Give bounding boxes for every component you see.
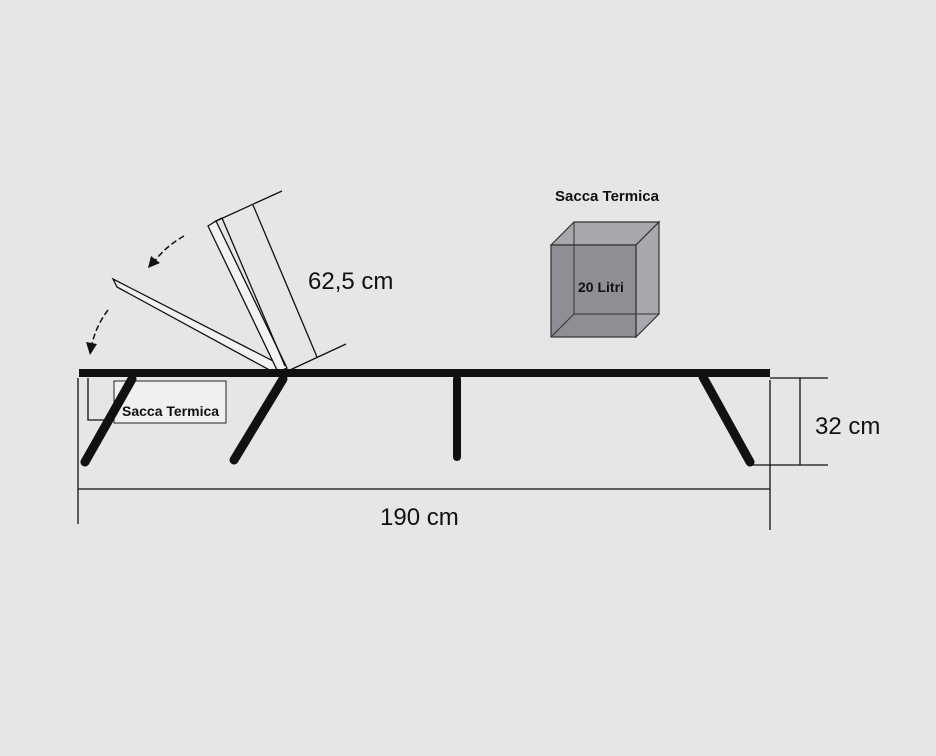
bed-leg <box>698 372 755 467</box>
bag-title-label: Sacca Termica <box>555 188 660 205</box>
backrest-length-label: 62,5 cm <box>308 268 393 295</box>
bag-volume-label: 20 Litri <box>578 279 624 295</box>
thermal-bag-under: Sacca Termica <box>87 378 227 424</box>
backrest-raised <box>207 217 288 373</box>
backrest-dimension: 62,5 cm <box>213 190 393 371</box>
thermal-bag-box: Sacca Termica 20 Litri <box>549 188 661 339</box>
height-dimension: 32 cm <box>752 377 880 466</box>
bed-leg <box>80 374 137 467</box>
bed-frame <box>79 369 770 467</box>
bed-leg <box>229 374 288 465</box>
length-label: 190 cm <box>380 504 459 531</box>
rotate-arrow-icon <box>86 235 185 355</box>
length-dimension: 190 cm <box>77 378 771 531</box>
height-label: 32 cm <box>815 413 880 440</box>
bag-under-label: Sacca Termica <box>122 403 219 419</box>
